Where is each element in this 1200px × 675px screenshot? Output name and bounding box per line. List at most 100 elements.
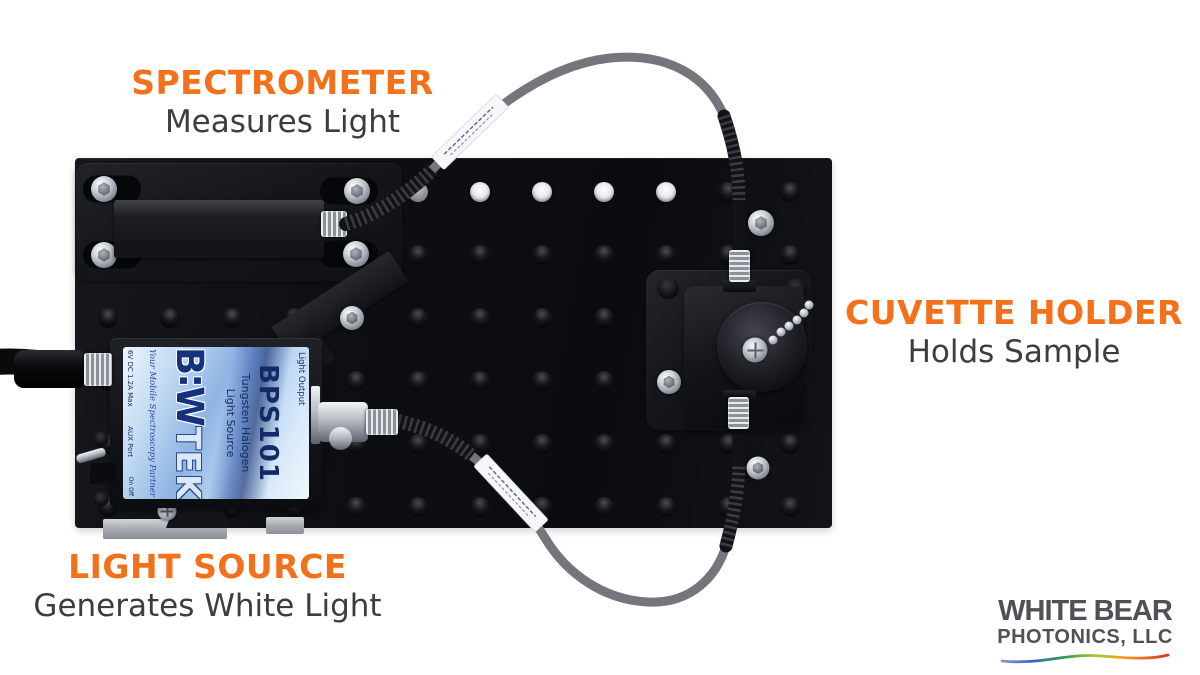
- fiber-boot-ribs: [717, 113, 746, 201]
- mounting-hole: [594, 497, 614, 517]
- mounting-hole: [408, 434, 428, 454]
- mounting-hole: [532, 371, 552, 391]
- brand-tek: TEK: [168, 426, 208, 499]
- light-output-port-label: Light Output: [296, 352, 306, 406]
- mounting-hole: [594, 371, 614, 391]
- chain-ball: [804, 300, 814, 310]
- mounting-hole: [470, 371, 490, 391]
- fiber-label-band: [431, 94, 509, 170]
- on-off-label: On Off: [126, 476, 134, 496]
- device-type: Tungsten Halogen Light Source: [223, 347, 252, 499]
- fiber-boot: [719, 421, 746, 553]
- mounting-hole: [780, 245, 800, 265]
- plate-corner-hole: [657, 277, 679, 299]
- hex-screw: [344, 178, 370, 204]
- aux-port-label: AUX Port: [126, 426, 135, 458]
- sma-connector: [728, 397, 749, 429]
- device-faceplate-label: Light Output BPS101 Tungsten Halogen Lig…: [123, 347, 309, 499]
- device-type-line1: Tungsten Halogen: [238, 373, 252, 473]
- chain-ball: [768, 335, 778, 345]
- hex-screw: [91, 242, 117, 268]
- mounting-hole: [594, 434, 614, 454]
- mounting-hole: [780, 497, 800, 517]
- mounting-hole: [780, 182, 800, 202]
- mounting-hole: [656, 497, 676, 517]
- mounting-hole: [470, 497, 490, 517]
- hex-adapter-nut: [723, 390, 756, 400]
- chain-ball: [799, 308, 809, 318]
- mounting-hole: [346, 371, 366, 391]
- device-type-line2: Light Source: [224, 388, 238, 458]
- hex-adapter-nut: [723, 280, 756, 292]
- hex-screw: [91, 176, 117, 202]
- coupler-knob: [329, 427, 352, 450]
- off-label: Off: [126, 487, 134, 496]
- mounting-hole: [780, 434, 800, 454]
- mounting-hole: [408, 308, 428, 328]
- device-edge-labels: 6V DC 1.2A Max AUX Port On Off: [126, 350, 134, 496]
- logo-suffix: PHOTONICS, LLC: [997, 626, 1173, 648]
- mounting-hole: [98, 308, 118, 328]
- on-label: On: [126, 476, 134, 486]
- annotation-cuvette-title: CUVETTE HOLDER: [845, 293, 1183, 332]
- side-port-hole: [93, 491, 109, 507]
- chain-ball: [776, 327, 786, 337]
- phillips-screw: [742, 337, 768, 363]
- light-source-body: Light Output BPS101 Tungsten Halogen Lig…: [110, 338, 322, 508]
- hex-screw: [748, 210, 774, 236]
- mounting-hole: [656, 182, 676, 202]
- brand-tagline: Your Mobile Spectroscopy Partner: [147, 349, 158, 497]
- power-rating-label: 6V DC 1.2A Max: [126, 350, 135, 407]
- power-toggle-switch-base: [90, 463, 116, 484]
- white-bear-photonics-logo: WHITE BEAR PHOTONICS, LLC: [986, 597, 1184, 671]
- bw-tek-logo: B∶WTEK: [167, 347, 211, 499]
- annotation-light-source: LIGHT SOURCE Generates White Light: [25, 547, 390, 624]
- hex-screw: [746, 456, 770, 480]
- base-plate-strip: [266, 517, 304, 534]
- mounting-hole: [408, 497, 428, 517]
- mounting-hole: [656, 245, 676, 265]
- mounting-hole: [594, 308, 614, 328]
- chain-ball: [792, 315, 802, 325]
- annotation-spectrometer: SPECTROMETER Measures Light: [100, 63, 465, 140]
- annotation-light-source-title: LIGHT SOURCE: [68, 547, 347, 586]
- hex-screw: [657, 370, 681, 394]
- mounting-hole: [408, 371, 428, 391]
- aux-port-jack: [93, 431, 109, 447]
- annotation-spectrometer-subtitle: Measures Light: [164, 103, 401, 140]
- sma-connector: [366, 409, 398, 435]
- mounting-hole: [222, 308, 242, 328]
- power-plug-ring: [84, 353, 112, 386]
- mounting-hole: [346, 497, 366, 517]
- brand-separator-dots: ∶: [167, 375, 211, 387]
- annotation-spectrometer-title: SPECTROMETER: [131, 63, 434, 102]
- device-label-rotated-content: Light Output BPS101 Tungsten Halogen Lig…: [123, 347, 309, 499]
- mounting-hole: [532, 182, 552, 202]
- rainbow-swoosh: [1000, 653, 1170, 664]
- model-block: BPS101 Tungsten Halogen Light Source: [223, 347, 283, 499]
- mounting-hole: [470, 182, 490, 202]
- hex-screw: [340, 306, 364, 330]
- fiber-label-band: [474, 454, 548, 532]
- fiber-boot-ribs: [396, 414, 477, 462]
- mounting-hole: [408, 245, 428, 265]
- fiber-boot-ribs: [343, 164, 437, 231]
- mounting-hole: [532, 434, 552, 454]
- fiber-boot-ribs: [719, 464, 746, 548]
- mounting-hole: [470, 245, 490, 265]
- mounting-hole: [160, 308, 180, 328]
- spectrometer-body: [114, 200, 324, 258]
- annotation-cuvette-subtitle: Holds Sample: [907, 333, 1121, 370]
- mounting-hole: [594, 245, 614, 265]
- brand-w: W: [167, 386, 211, 427]
- annotation-cuvette-holder: CUVETTE HOLDER Holds Sample: [830, 293, 1198, 370]
- output-mount-strip: [311, 386, 320, 444]
- chain-ball: [784, 321, 794, 331]
- mounting-hole: [470, 434, 490, 454]
- annotation-light-source-subtitle: Generates White Light: [33, 587, 382, 624]
- logo-name: WHITE BEAR: [998, 595, 1173, 627]
- mounting-hole: [594, 182, 614, 202]
- model-number: BPS101: [252, 364, 283, 482]
- mounting-hole: [470, 308, 490, 328]
